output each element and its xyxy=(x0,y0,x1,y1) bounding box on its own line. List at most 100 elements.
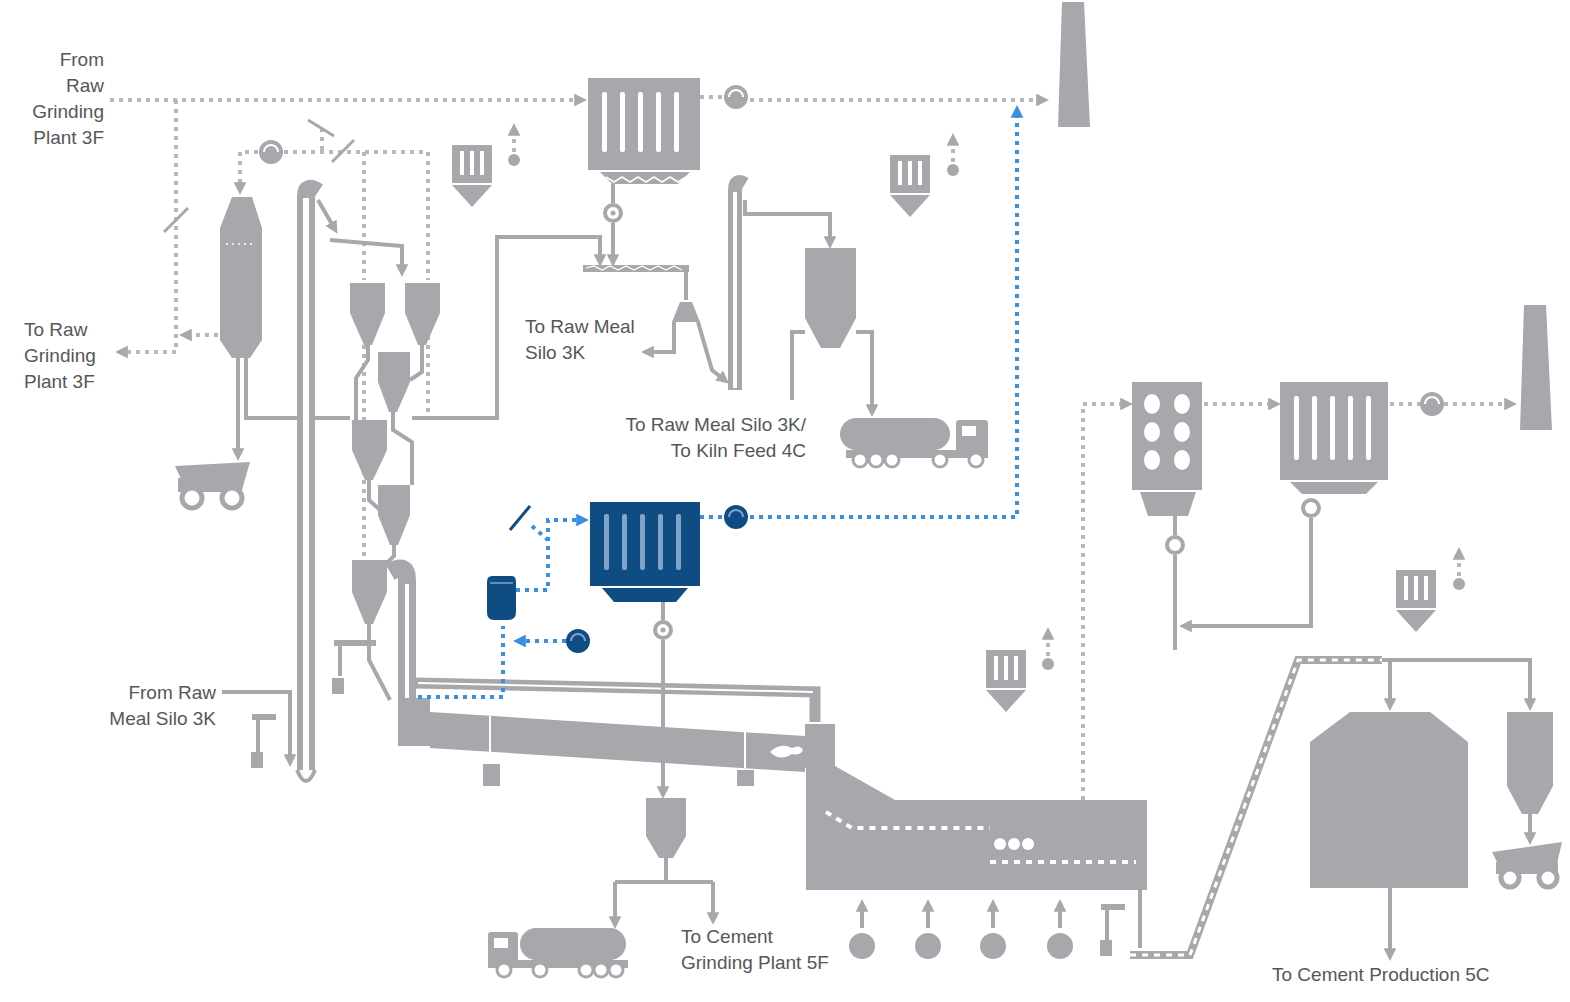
filter-hopper xyxy=(890,195,930,217)
grate xyxy=(826,812,990,828)
bucket-elevator xyxy=(303,198,309,772)
clinker-silo xyxy=(1310,712,1468,888)
gas-line xyxy=(320,128,324,152)
filter-slot xyxy=(460,151,464,175)
filter-body xyxy=(890,155,930,193)
filter-slot xyxy=(1366,396,1371,460)
weigh-feeder xyxy=(256,720,260,752)
exchanger-hopper xyxy=(1140,492,1196,516)
material-line xyxy=(650,322,674,352)
bypass-tower xyxy=(487,576,516,620)
bucket-elevator xyxy=(297,770,315,781)
dust-filter xyxy=(890,142,959,217)
truck-window xyxy=(494,938,508,948)
bypass-filter xyxy=(590,502,700,586)
cooler-body xyxy=(806,766,1147,890)
filter-slot xyxy=(1014,656,1018,680)
material-line xyxy=(611,184,615,203)
truck-wheel xyxy=(969,453,983,467)
crusher-roll xyxy=(994,838,1006,850)
meal-pipe xyxy=(393,412,412,485)
filter-body xyxy=(1280,382,1388,480)
weigh-feeder xyxy=(252,714,276,720)
fan-mark xyxy=(729,90,743,97)
filter-slot xyxy=(622,514,627,570)
truck-tank xyxy=(840,418,950,450)
stack xyxy=(1058,2,1090,127)
dust-filter xyxy=(986,636,1054,712)
cyclone xyxy=(378,352,410,412)
feeder xyxy=(1100,940,1112,956)
air-line xyxy=(860,908,864,928)
material-line xyxy=(792,332,805,400)
gas-line xyxy=(750,98,1040,102)
tanker-truck xyxy=(488,928,628,977)
gas-line xyxy=(951,142,955,162)
flow-label: To Cement Grinding Plant 5F xyxy=(681,924,841,976)
material-line xyxy=(1188,518,1311,626)
damper xyxy=(510,506,530,530)
filter-body xyxy=(588,78,700,170)
conditioning-tower xyxy=(220,197,262,358)
material-line xyxy=(613,882,617,920)
air-line xyxy=(1058,908,1062,928)
silo xyxy=(805,248,856,348)
fan xyxy=(508,154,520,166)
kiln-inlet xyxy=(398,698,430,746)
damper xyxy=(308,120,334,136)
kiln-ring xyxy=(489,716,491,752)
rotary-valve xyxy=(653,620,673,640)
feeder xyxy=(1105,910,1109,940)
material-line xyxy=(711,882,715,916)
gas-line xyxy=(1390,402,1420,406)
splitter xyxy=(672,302,700,322)
truck-wheel xyxy=(609,963,623,977)
feeder xyxy=(1101,904,1125,910)
preheater-tower xyxy=(350,283,440,700)
material-line xyxy=(661,602,665,620)
weigh-feeder xyxy=(251,752,263,768)
fan xyxy=(915,933,941,959)
filter-slot xyxy=(638,92,643,152)
fan xyxy=(947,164,959,176)
bypass-system xyxy=(418,114,1017,697)
filter-slot xyxy=(1330,396,1335,460)
cooling-fans xyxy=(849,908,1073,959)
fan xyxy=(849,933,875,959)
truck-wheel xyxy=(579,963,593,977)
truck-wheel xyxy=(1501,869,1519,887)
filter-hopper xyxy=(600,172,690,184)
filter-slot xyxy=(602,92,607,152)
filter-hopper xyxy=(1290,482,1378,494)
damper xyxy=(164,208,188,232)
dump-truck xyxy=(1492,842,1562,887)
gas-line xyxy=(700,95,724,99)
meal-pipe xyxy=(410,345,422,380)
gas-line xyxy=(1204,402,1272,406)
filter-slot xyxy=(994,656,998,680)
bag-filter xyxy=(588,78,700,184)
feeder xyxy=(332,678,344,694)
material-line xyxy=(236,358,240,452)
filter-slot xyxy=(640,514,645,570)
tube-mark xyxy=(1174,394,1190,414)
material-line xyxy=(1382,660,1530,702)
rotary-valve xyxy=(607,207,619,219)
truck-wheel xyxy=(497,963,511,977)
meal-pipe xyxy=(356,345,368,420)
kiln-ring xyxy=(744,732,746,768)
truck-wheel xyxy=(869,453,883,467)
filter-hopper xyxy=(1396,610,1436,632)
truck-wheel xyxy=(933,453,947,467)
material-line xyxy=(1138,890,1142,948)
kiln-support xyxy=(737,770,754,786)
fan xyxy=(259,140,283,164)
clinker-cooler xyxy=(806,766,1147,890)
rotary-valve xyxy=(1301,498,1321,518)
gas-line xyxy=(110,98,578,102)
tube-mark xyxy=(1144,422,1160,442)
filter-slot xyxy=(674,92,679,152)
tanker-truck xyxy=(840,418,988,467)
gas-line xyxy=(240,152,258,186)
flow-label: From Raw Meal Silo 3K xyxy=(104,680,216,732)
